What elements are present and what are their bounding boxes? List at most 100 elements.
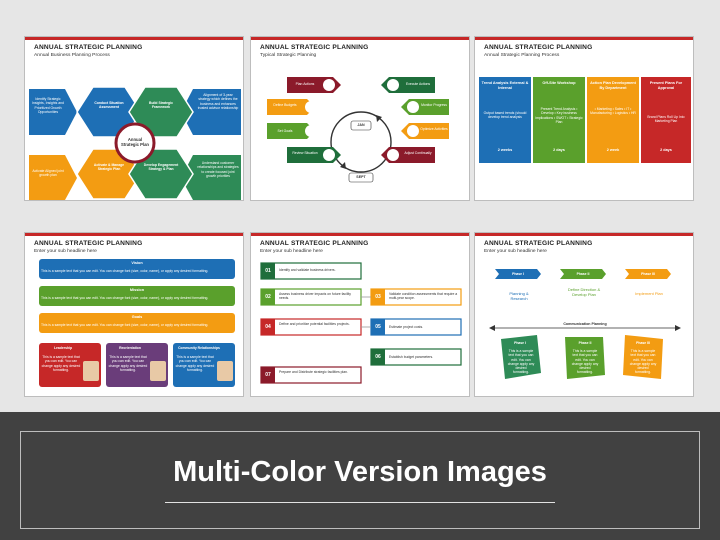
banner-underline <box>165 502 555 503</box>
phase-head: Phase II <box>576 272 590 276</box>
slide-title: ANNUAL STRATEGIC PLANNING <box>260 44 369 51</box>
column-body: Brand Plans Roll Up Into Marketing Plan <box>647 115 685 124</box>
column-body: Output based trends (should develop tren… <box>483 111 527 120</box>
phase-text: This is a sample text that you can edit.… <box>507 349 535 375</box>
step-label: Plan Actions <box>295 82 315 86</box>
step-text: Establish budget parameters. <box>389 355 434 359</box>
phase-head: Phase I <box>514 341 526 345</box>
phase-head: Phase I <box>512 272 524 276</box>
step-text: Assess business driver impacts on future… <box>279 292 351 301</box>
steps-diagram <box>260 262 462 384</box>
step-label: Review Situation <box>292 151 318 155</box>
slide-subtitle: Annual Business Planning Process <box>34 53 110 58</box>
phase-body: Planning & Research <box>509 291 529 301</box>
process-column <box>533 77 585 163</box>
step-text: Identify and validate business drivers. <box>279 268 336 272</box>
step-text: Estimate project costs. <box>389 325 424 329</box>
month-label: JAN <box>357 123 365 127</box>
phases-diagram <box>489 269 681 379</box>
side-note: Alignment of 3-year strategy which defin… <box>197 93 239 110</box>
hex-label: Build Strategic Framework <box>149 101 173 110</box>
banner-title: Multi-Color Version Images <box>173 456 547 488</box>
bar-label: Mission <box>129 288 145 292</box>
hex-label: Conduct Situation Assessment <box>94 101 124 110</box>
slide-thumbnail-6[interactable]: ANNUAL STRATEGIC PLANNING Enter your sub… <box>474 232 694 397</box>
phase-head: Phase III <box>641 272 655 276</box>
side-note: Identify Strategic Insights, Insights an… <box>32 97 64 114</box>
slide-title: ANNUAL STRATEGIC PLANNING <box>260 240 369 247</box>
bar-label: Vision <box>131 261 143 265</box>
slide-title: ANNUAL STRATEGIC PLANNING <box>484 44 593 51</box>
step-number: 07 <box>265 372 271 378</box>
slide-title: ANNUAL STRATEGIC PLANNING <box>484 240 593 247</box>
step-label: Adjust Continually <box>404 151 432 155</box>
bar-text: This is a sample text that you can edit.… <box>41 269 209 273</box>
bar-text: This is a sample text that you can edit.… <box>41 296 209 300</box>
side-note: Understand customer relationships and st… <box>197 161 239 178</box>
phase-head: Phase II <box>578 341 592 345</box>
card-image <box>217 361 233 381</box>
slide-subtitle: Annual Strategic Planning Process <box>484 53 560 58</box>
process-diagram <box>29 86 241 200</box>
step-number: 01 <box>265 268 271 274</box>
column-head: Action Plan Development By Department <box>590 81 636 90</box>
column-head: Off-Site Workshop <box>542 81 576 85</box>
step-label: Set Goals <box>277 129 293 133</box>
slide-subtitle: Enter your sub headline here <box>260 249 323 254</box>
step-number: 03 <box>375 294 381 300</box>
bar-text: This is a sample text that you can edit.… <box>41 323 209 327</box>
card-text: This is a sample text that you can edit.… <box>175 355 215 372</box>
step-label: Monitor Progress <box>421 103 447 107</box>
mission-bar <box>39 286 235 306</box>
card-image <box>83 361 99 381</box>
slide-title: ANNUAL STRATEGIC PLANNING <box>34 240 143 247</box>
card-label: Community Relationships <box>178 346 220 350</box>
step-number: 06 <box>375 354 381 360</box>
slide-thumbnail-3[interactable]: ANNUAL STRATEGIC PLANNING Annual Strateg… <box>474 36 694 201</box>
goals-bar <box>39 313 235 333</box>
slide-thumbnail-5[interactable]: ANNUAL STRATEGIC PLANNING Enter your sub… <box>250 232 470 397</box>
card-text: This is a sample text that you can edit.… <box>108 355 148 372</box>
bar-label: Goals <box>131 315 143 319</box>
process-column <box>641 77 691 163</box>
slide-thumbnail-1[interactable]: ANNUAL STRATEGIC PLANNING Annual Busines… <box>24 36 244 201</box>
slide-subtitle: Typical Strategic Planning <box>260 53 317 58</box>
cycle-diagram <box>267 77 449 183</box>
process-column <box>587 77 639 163</box>
column-duration: 2 weeks <box>497 148 513 152</box>
slide-title: ANNUAL STRATEGIC PLANNING <box>34 44 143 51</box>
phase-text: This is a sample text that you can edit.… <box>629 349 657 375</box>
column-head: Trend Analysis External & Internal <box>481 81 529 90</box>
step-number: 02 <box>265 294 271 300</box>
card-label: Reorientation <box>119 346 141 350</box>
card-text: This is a sample text that you can edit.… <box>41 355 81 372</box>
column-head: Present Plans For Approval <box>649 81 683 90</box>
step-label: Execute Actions <box>405 82 431 86</box>
column-body: • Marketing • Sales • IT • Manufacturing… <box>590 107 636 116</box>
step-text: Define and prioritize potential faciliti… <box>279 322 350 326</box>
phase-body: Implement Plan <box>635 291 663 296</box>
footer-banner <box>20 431 700 529</box>
slide-subtitle: Enter your sub headline here <box>484 249 547 254</box>
slide-thumbnail-4[interactable]: ANNUAL STRATEGIC PLANNING Enter your sub… <box>24 232 244 397</box>
step-number: 04 <box>265 324 271 330</box>
step-text: Validate condition assessments that requ… <box>389 292 458 301</box>
step-label: Define Budgets <box>273 103 297 107</box>
phase-body: Define Direction & Develop Plan <box>567 287 601 297</box>
slide-subtitle: Enter your sub headline here <box>34 249 97 254</box>
center-label: Annual Strategic Plan <box>121 137 149 148</box>
column-body: Present Trend Analysis • Develop • Key b… <box>535 107 583 124</box>
card-image <box>150 361 166 381</box>
column-duration: 2 days <box>553 148 565 152</box>
column-duration: 2 days <box>660 148 672 152</box>
hex-label: Activate & Manage Strategic Plan <box>93 163 125 172</box>
slide-thumbnail-2[interactable]: ANNUAL STRATEGIC PLANNING Typical Strate… <box>250 36 470 201</box>
communication-label: Communication Planning <box>563 322 607 326</box>
phase-text: This is a sample text that you can edit.… <box>571 349 599 375</box>
phase-head: Phase III <box>636 341 650 345</box>
month-label: SEPT <box>356 175 366 179</box>
side-note: Activate Aligned joint growth plan <box>32 169 64 178</box>
step-text: Prepare and Distribute strategic facilit… <box>279 370 348 374</box>
hex-label: Develop Engagement Strategy & Plan <box>143 163 179 172</box>
vision-bar <box>39 259 235 279</box>
